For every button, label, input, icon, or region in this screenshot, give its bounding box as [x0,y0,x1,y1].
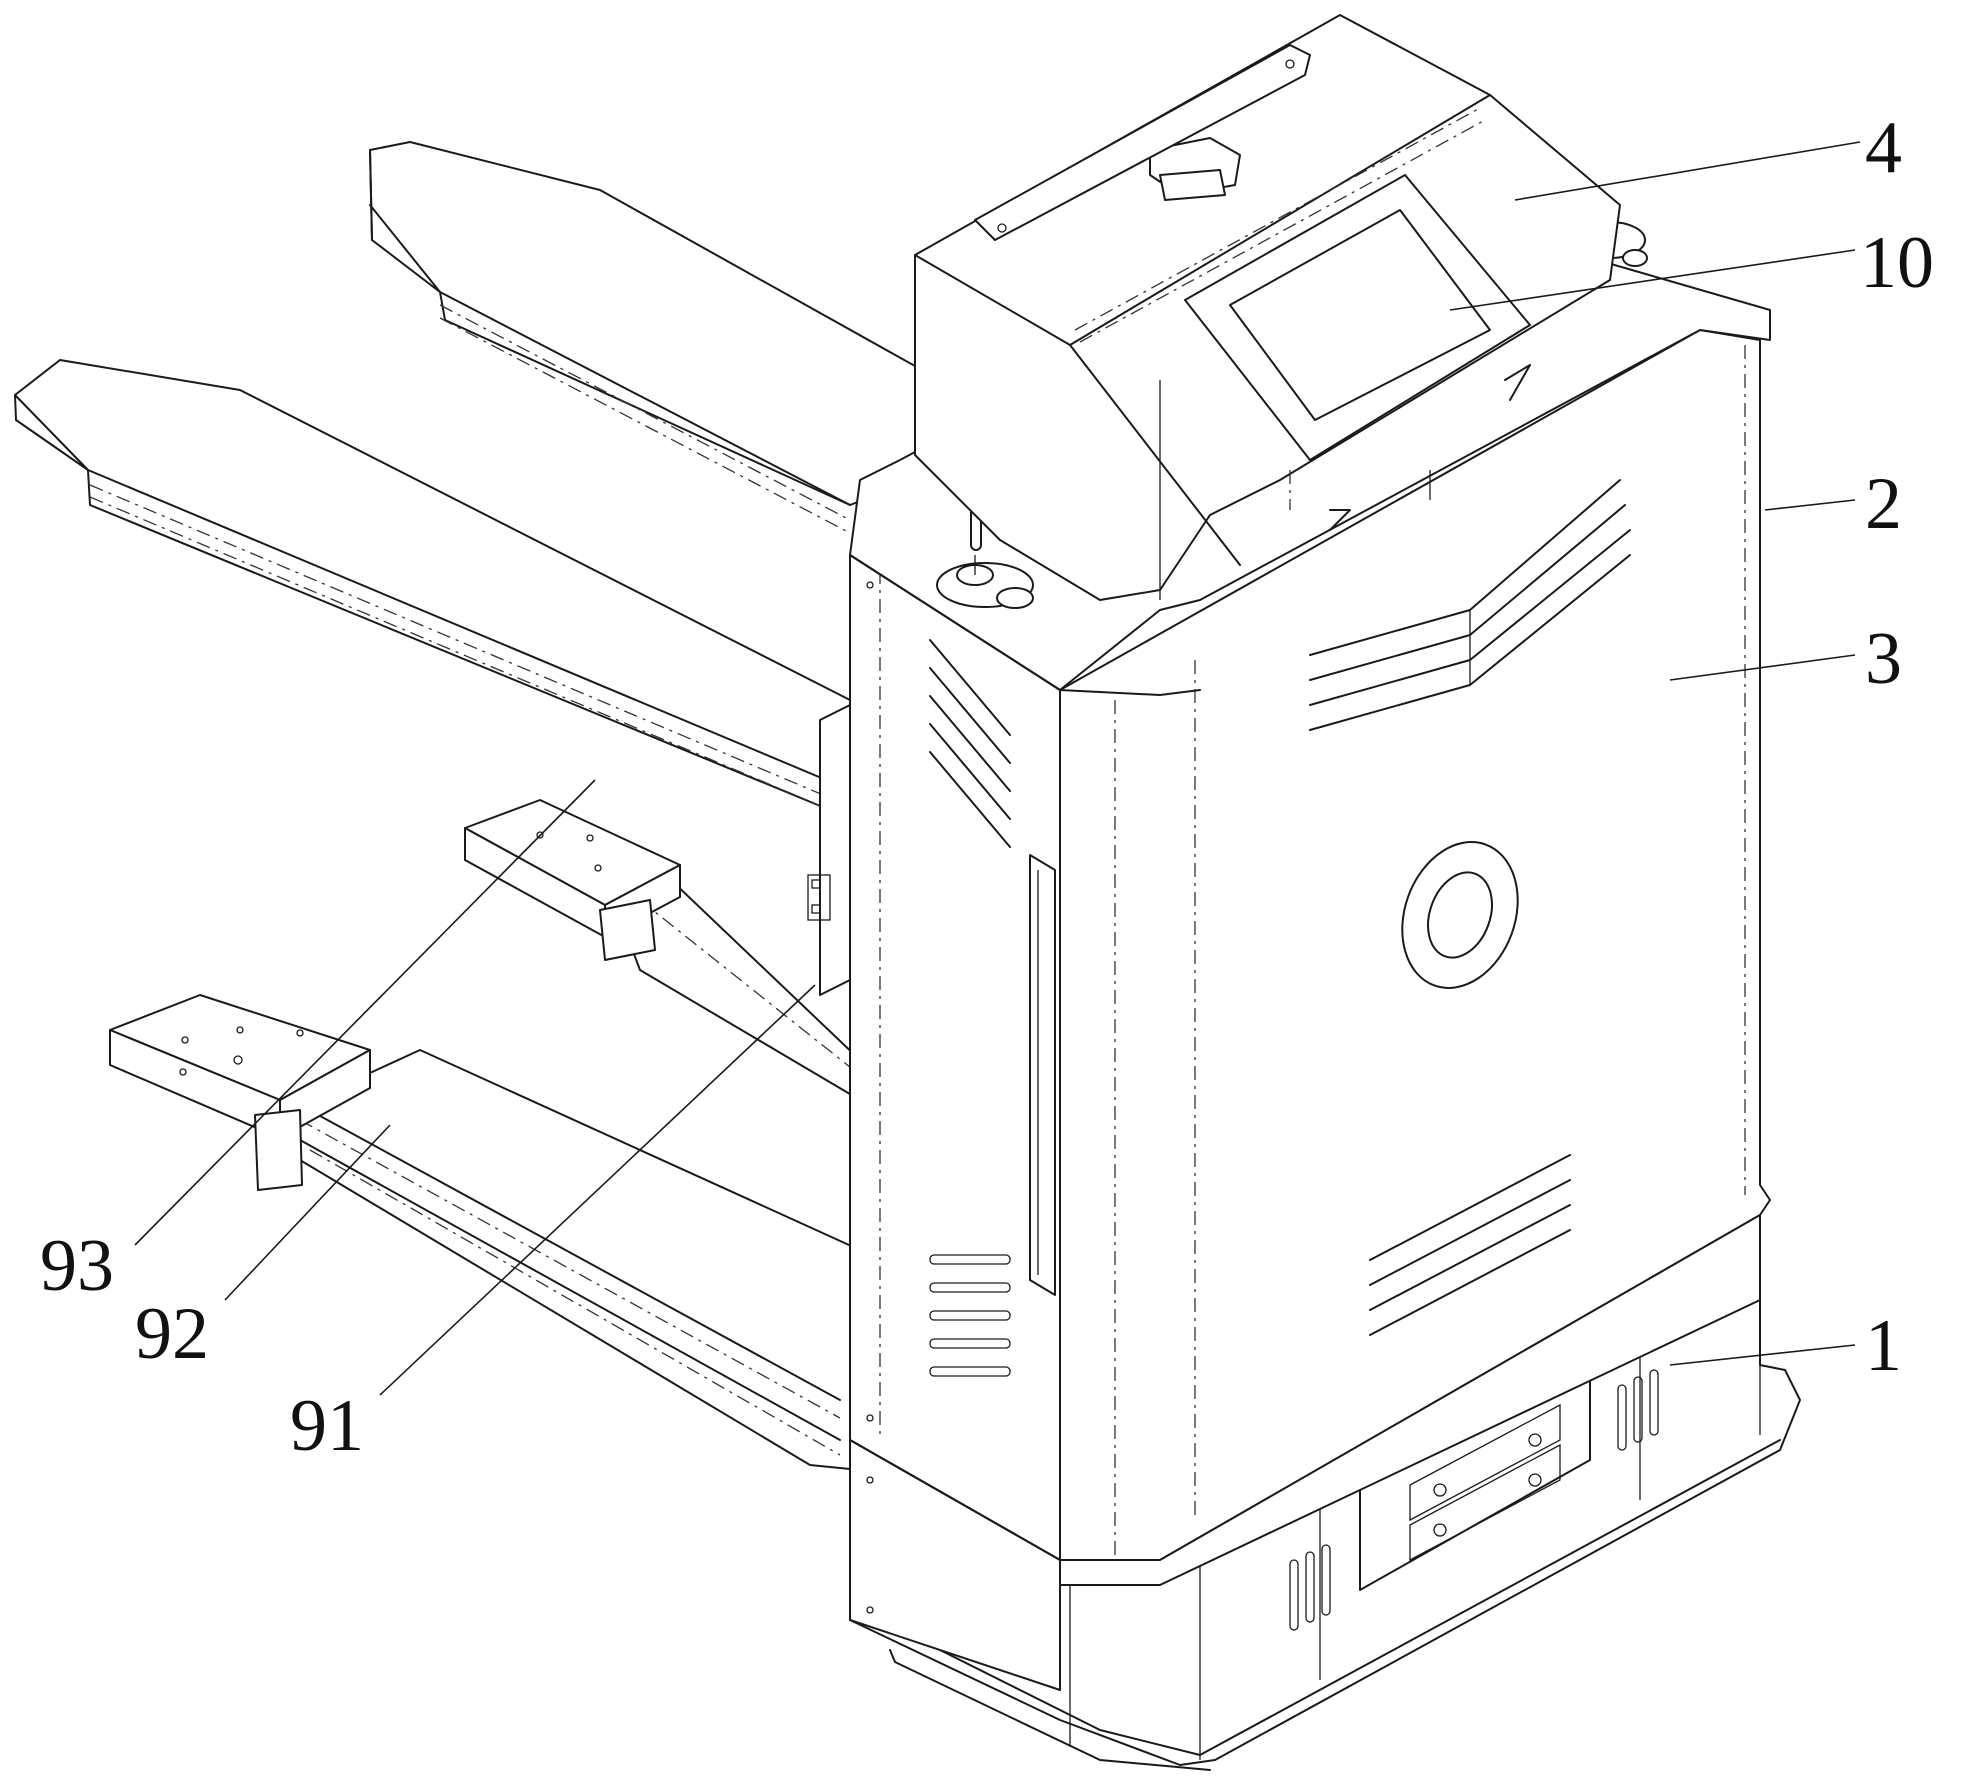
label-3: 3 [1865,618,1902,700]
side-panel [849,554,1061,1691]
side-vent-lower [929,1254,1011,1377]
base-vent-right [1617,1369,1659,1451]
label-4: 4 [1865,107,1902,189]
door-handle [1029,854,1056,1296]
touch-screen [1184,174,1531,461]
top-bracket [974,44,1311,241]
label-1: 1 [1865,1305,1902,1387]
side-vent-upper [929,639,1011,848]
label-10: 10 [1860,222,1934,304]
front-vent-upper [1309,479,1631,731]
control-box [914,14,1621,601]
fork-lower-arm [299,859,861,1471]
lidar-sensor [1149,137,1241,201]
emergency-stop-left [936,555,1034,609]
label-93: 93 [40,1225,114,1307]
label-92: 92 [135,1293,209,1375]
fork-far [369,141,941,534]
round-indicator-light [1401,841,1519,989]
base-vent-left [1289,1544,1331,1631]
main-body [1059,329,1771,1586]
reference-labels: 4 10 2 3 1 93 92 91 [40,107,1934,1467]
label-2: 2 [1865,463,1902,545]
label-91: 91 [290,1385,364,1467]
leader-lines [134,141,1861,1396]
pallet-pad-back [464,799,681,961]
fork-near [14,359,851,813]
front-vent-lower [1369,1154,1571,1336]
